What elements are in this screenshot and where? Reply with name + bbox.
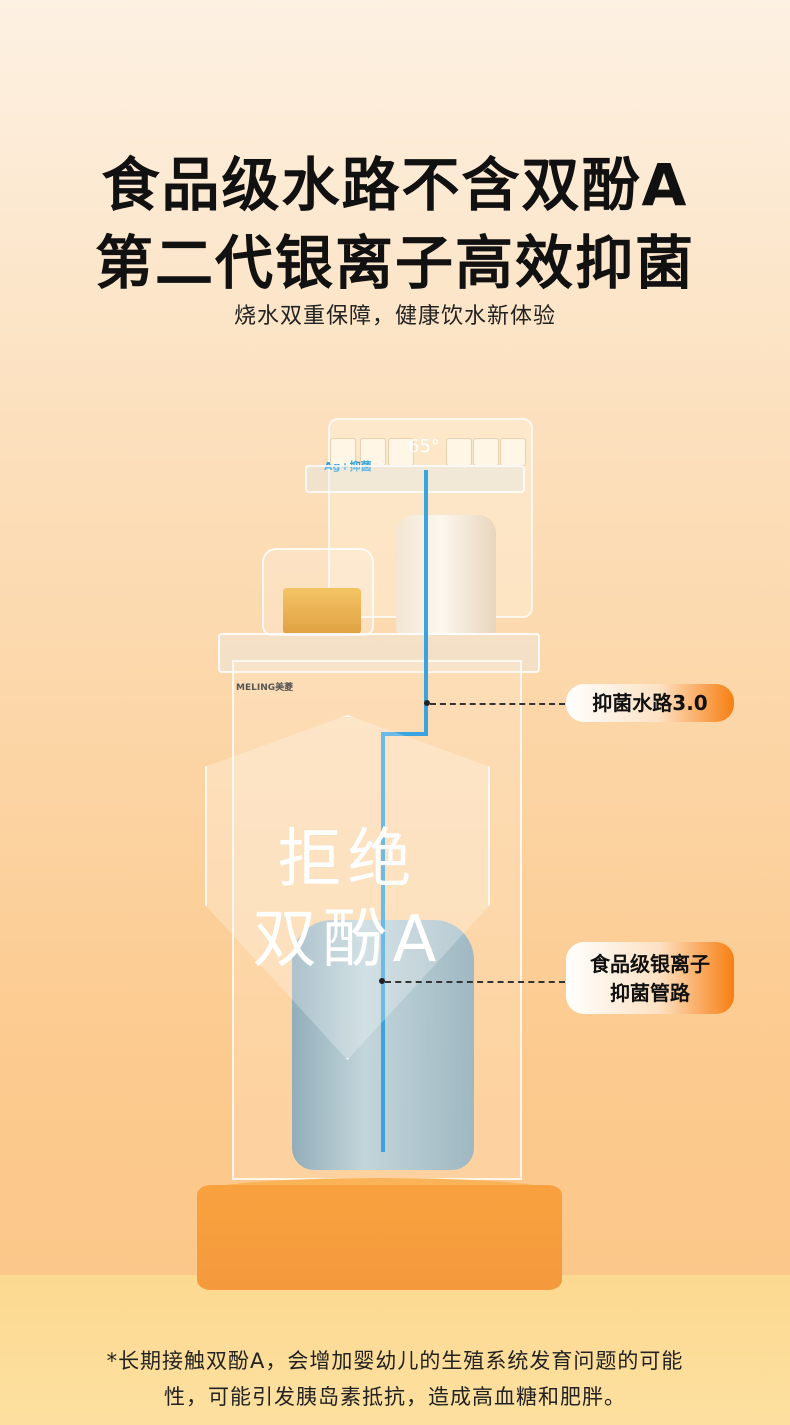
glass-teapot — [262, 548, 374, 636]
callout-antibacterial-waterway: 抑菌水路3.0 — [566, 684, 734, 722]
drip-tray — [305, 465, 525, 493]
subtitle: 烧水双重保障，健康饮水新体验 — [233, 304, 556, 329]
tea-infuser — [283, 588, 361, 634]
kettle-shelf — [218, 633, 540, 673]
headline-line2: 第二代银离子高效抑菌 — [94, 229, 695, 297]
footnote-line1: *长期接触双酚A，会增加婴幼儿的生殖系统发育问题的可能 — [106, 1349, 684, 1373]
shield-text-line1: 拒绝 — [277, 823, 418, 897]
shield-text-line2: 双酚A — [252, 903, 443, 977]
water-pipe-upper — [424, 470, 428, 735]
brand-logo: MELING美菱 — [236, 683, 294, 693]
water-pipe-lower — [381, 732, 385, 1152]
display-temperature: 65° — [408, 436, 440, 457]
callout-line-2 — [385, 981, 565, 983]
floor — [0, 1275, 790, 1425]
kettle — [396, 515, 496, 635]
headline-line1: 食品级水路不含双酚A — [101, 151, 689, 219]
water-pipe-bend — [382, 732, 428, 736]
callout-silver-ion-pipe: 食品级银离子抑菌管路 — [566, 942, 734, 1014]
callout-line-1 — [430, 703, 565, 705]
footnote-line2: 性，可能引发胰岛素抵抗，造成高血糖和肥胖。 — [164, 1385, 626, 1409]
pedestal — [197, 1185, 562, 1290]
